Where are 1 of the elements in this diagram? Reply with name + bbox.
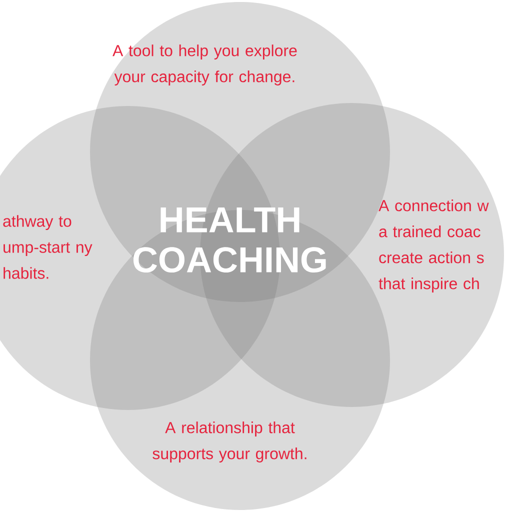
title: HEALTH COACHING xyxy=(133,207,326,273)
